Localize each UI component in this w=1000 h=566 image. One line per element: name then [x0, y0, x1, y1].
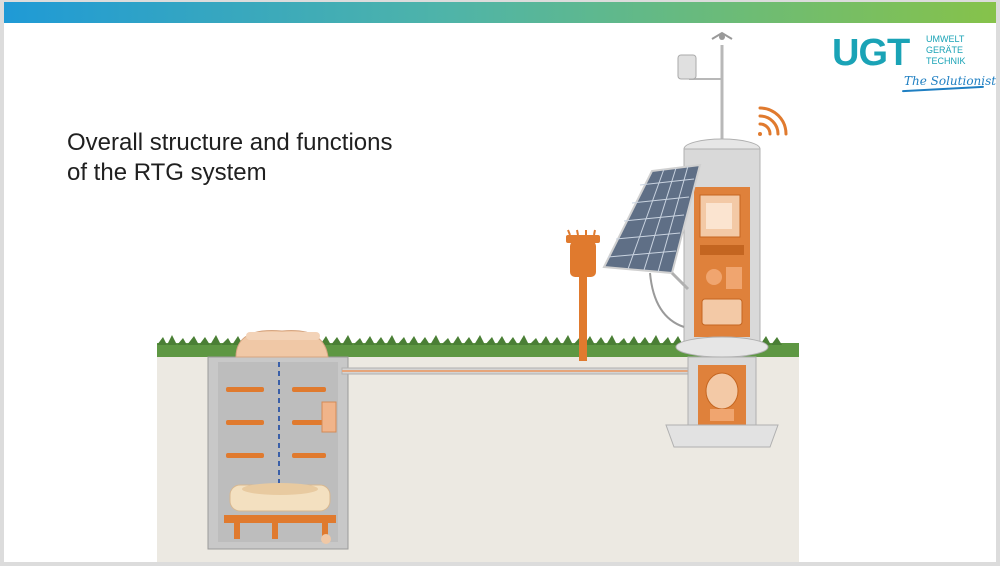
monitoring-station: [665, 138, 779, 448]
title-line-1: Overall structure and functions: [67, 129, 393, 156]
logo-line-2: GERÄTE: [926, 45, 964, 55]
slide-title: Overall structure and functions of the R…: [67, 128, 393, 188]
wifi-signal-icon: [758, 106, 788, 136]
logo-tagline: The Solutionists: [904, 74, 996, 88]
logo-line-1: UMWELT: [926, 34, 965, 44]
rain-gauge: [566, 229, 600, 361]
logo-text-block: UMWELT GERÄTE TECHNIK: [926, 34, 966, 67]
connecting-pipe: [341, 367, 695, 375]
slide: Overall structure and functions of the R…: [4, 2, 996, 562]
logo-line-3: TECHNIK: [926, 56, 966, 66]
lysimeter-shaft: [207, 330, 349, 550]
header-gradient-bar: [4, 2, 996, 23]
solar-panel-icon: [602, 163, 702, 328]
rtg-system-diagram: [157, 31, 799, 562]
logo-mark: UGT: [832, 32, 910, 74]
weather-mast-icon: [677, 31, 733, 145]
ugt-logo: UGT UMWELT GERÄTE TECHNIK The Solutionis…: [832, 32, 996, 98]
title-line-2: of the RTG system: [67, 159, 267, 186]
